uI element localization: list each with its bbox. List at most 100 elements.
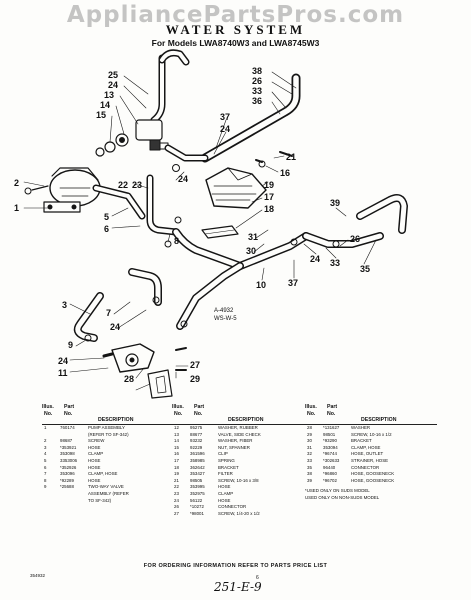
callout: 37 <box>288 278 298 288</box>
callout: 24 <box>110 322 120 332</box>
table-header: Illus. Part No. No. DESCRIPTION <box>305 404 437 425</box>
screw-icon <box>175 347 187 351</box>
table-row: (REFER TO SF-342) <box>88 431 129 437</box>
diagram-reference: A-4932 <box>214 308 234 314</box>
pump-assembly <box>24 167 101 213</box>
table-row: TO SF-342) <box>88 497 112 503</box>
bracket-30 <box>147 369 173 399</box>
leader-lines <box>23 71 377 391</box>
table-header: Illus. Part No. No. DESCRIPTION <box>42 404 172 425</box>
ordering-footer: FOR ORDERING INFORMATION REFER TO PARTS … <box>143 563 328 569</box>
callout: 33 <box>252 86 262 96</box>
callout: 18 <box>264 204 274 214</box>
callout: 24 <box>178 174 188 184</box>
callout: 26 <box>350 234 360 244</box>
callout: 19 <box>264 180 274 190</box>
callout-numbers: 25 24 13 14 15 38 26 33 36 37 24 21 16 2… <box>14 66 370 384</box>
callout: 24 <box>310 254 320 264</box>
callout: 3 <box>62 300 67 310</box>
table-row: ASSEMBLY (REFER <box>88 490 129 496</box>
page-title: WATER SYSTEM <box>165 22 306 37</box>
clamp-icon <box>84 334 92 342</box>
two-way-valve <box>102 343 155 373</box>
callout: 29 <box>190 374 200 384</box>
callout: 31 <box>248 232 258 242</box>
screw-icon <box>279 151 293 157</box>
side-check-valve <box>95 119 169 157</box>
callout: 24 <box>108 80 118 90</box>
callout: 33 <box>330 258 340 268</box>
parts-table-column-3: Illus. Part No. No. DESCRIPTION 28*13162… <box>305 404 437 574</box>
page-number: 6 <box>256 575 259 581</box>
table-header: Illus. Part No. No. DESCRIPTION <box>172 404 305 425</box>
callout: 38 <box>252 66 262 76</box>
callout: 39 <box>330 198 340 208</box>
callout: 24 <box>220 124 230 134</box>
hose-23 <box>146 174 180 236</box>
watermark: AppliancePartsPros.com <box>66 2 405 28</box>
clamp-icon <box>152 296 160 304</box>
table-note: *USED ONLY ON SUDS MODEL <box>305 488 370 494</box>
table-spacer <box>305 484 437 488</box>
clamp-icon <box>290 238 298 246</box>
callout: 16 <box>280 168 290 178</box>
callout: 21 <box>286 152 296 162</box>
handwritten-note: 251-E-9 <box>214 580 262 594</box>
filter <box>205 167 267 209</box>
callout: 15 <box>96 110 106 120</box>
callout: 30 <box>246 246 256 256</box>
callout: 36 <box>252 96 262 106</box>
callout: 14 <box>100 100 110 110</box>
callout: 27 <box>190 360 200 370</box>
screw-icon <box>255 159 263 163</box>
table-note: USED ONLY ON NON-SUDS MODEL <box>305 494 380 500</box>
callout: 11 <box>58 368 68 378</box>
callout: 2 <box>14 178 19 188</box>
callout: 10 <box>256 280 266 290</box>
page-subtitle: For Models LWA8740W3 and LWA8745W3 <box>151 38 320 48</box>
clamp-icon <box>174 216 182 224</box>
diagram-reference-sub: WS-W-5 <box>214 316 237 322</box>
water-system-diagram: 25 24 13 14 15 38 26 33 36 37 24 21 16 2… <box>14 49 408 399</box>
callout: 6 <box>104 224 109 234</box>
callout: 23 <box>132 180 142 190</box>
callout: 24 <box>58 356 68 366</box>
callout: 17 <box>264 192 274 202</box>
callout: 9 <box>68 340 73 350</box>
bracket-18 <box>201 225 239 239</box>
clamp-icon <box>332 240 340 248</box>
callout: 28 <box>124 374 134 384</box>
callout: 5 <box>104 212 109 222</box>
callout: 37 <box>220 112 230 122</box>
callout: 8 <box>174 236 179 246</box>
callout: 22 <box>118 180 128 190</box>
